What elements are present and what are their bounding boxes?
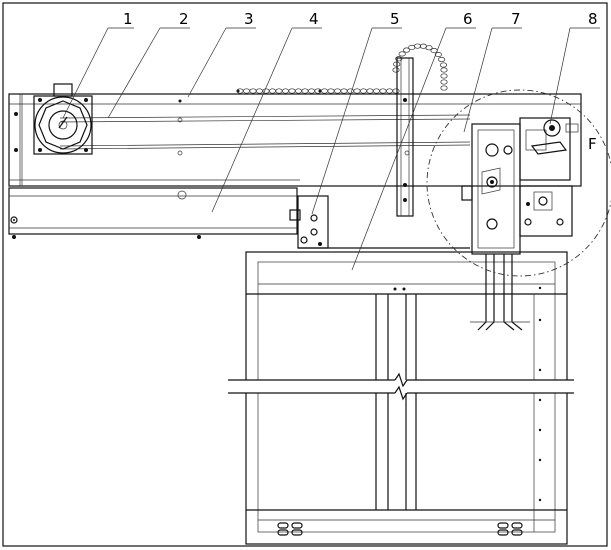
carriage-block — [289, 195, 470, 249]
detail-circle-f — [426, 89, 611, 277]
chain-link — [439, 62, 448, 68]
chain-link — [249, 88, 257, 94]
chain-link — [440, 67, 448, 73]
chain-link — [398, 51, 406, 57]
callout-4: 4 — [309, 10, 319, 28]
drive-belt — [59, 114, 471, 150]
chain-link — [327, 88, 335, 94]
chain-link — [440, 73, 448, 79]
lower-guide-rail — [8, 187, 298, 239]
callout-7: 7 — [511, 10, 521, 28]
rail-beam — [8, 89, 582, 187]
chain-link — [242, 88, 251, 94]
break-band — [228, 372, 574, 401]
callout-6: 6 — [463, 10, 473, 28]
chain-link — [281, 88, 290, 94]
chain-link — [320, 88, 329, 94]
chain-link — [346, 88, 355, 94]
chain-link — [379, 88, 387, 94]
support-frame — [245, 251, 568, 545]
chain-link — [413, 43, 422, 49]
chain-link — [372, 88, 381, 94]
gripper-assembly — [461, 123, 530, 331]
chain-link — [288, 88, 296, 94]
chain-link — [385, 88, 394, 94]
callout-1: 1 — [123, 10, 133, 28]
chain-support-bar — [396, 57, 414, 217]
chain-link — [359, 88, 368, 94]
chain-link — [392, 88, 400, 94]
chain-link — [275, 88, 283, 94]
detail-label-f: F — [588, 135, 597, 153]
chain-link — [301, 88, 309, 94]
chain-link — [353, 88, 361, 94]
callout-3: 3 — [244, 10, 254, 28]
chain-link — [403, 47, 411, 53]
callout-2: 2 — [179, 10, 189, 28]
chain-link — [395, 56, 403, 62]
chain-link — [268, 88, 277, 94]
chain-link — [340, 88, 348, 94]
motor — [33, 83, 93, 155]
callout-8: 8 — [588, 10, 598, 28]
chain-link — [434, 52, 442, 58]
chain-link — [440, 79, 448, 85]
leader-lines — [62, 27, 600, 271]
chain-link — [438, 56, 446, 63]
callout-labels: 1 2 3 4 5 6 7 8 F — [123, 10, 598, 153]
callout-5: 5 — [390, 10, 400, 28]
chain-link — [425, 45, 433, 51]
chain-link — [392, 67, 400, 73]
drag-chain — [236, 43, 448, 94]
chain-link — [307, 88, 316, 94]
chain-link — [440, 85, 448, 91]
sensor-block — [519, 117, 579, 237]
chain-link — [333, 88, 342, 94]
chain-link — [366, 88, 374, 94]
chain-link — [294, 88, 303, 94]
chain-link — [255, 88, 264, 94]
